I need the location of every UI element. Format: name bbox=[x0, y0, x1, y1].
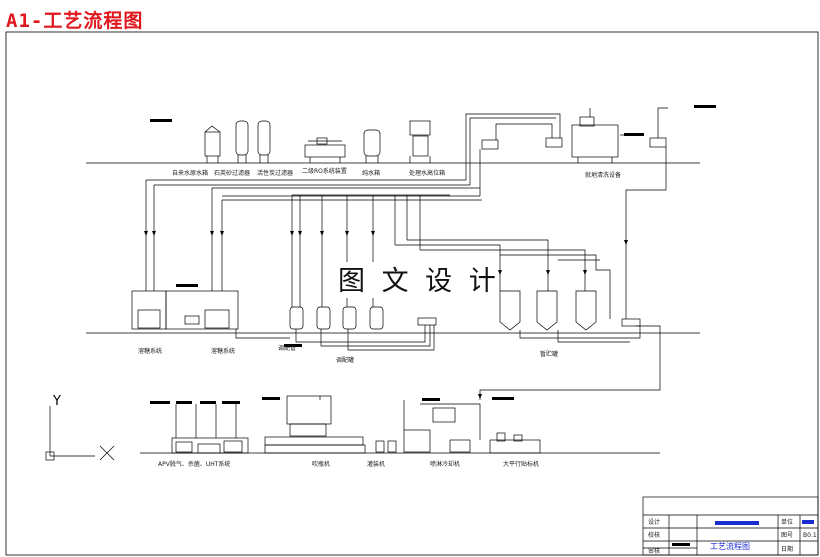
name-bar bbox=[715, 521, 759, 525]
tb-date: 日期 bbox=[781, 545, 793, 553]
dissolve-system-2-unit bbox=[165, 290, 239, 330]
treated-water-tank-unit bbox=[409, 120, 431, 163]
label-ro-system: 二级RO系统装置 bbox=[302, 167, 347, 175]
carbon-filter-unit bbox=[257, 120, 271, 163]
label-apv-system: APV脱气、杀菌、UHT系统 bbox=[158, 460, 230, 468]
label-bottle-blower: 吹瓶机 bbox=[312, 460, 330, 468]
label-dissolve-system-2: 溶糖系统 bbox=[211, 347, 235, 355]
tb-unit: 单位 bbox=[781, 518, 793, 526]
label-clean-tank: 纯水箱 bbox=[362, 169, 380, 177]
label-carbon-filter: 活性炭过滤器 bbox=[257, 169, 293, 177]
tb-drawing-no: 图号 bbox=[781, 532, 793, 539]
watermark-backdrop bbox=[330, 262, 490, 298]
axis-label-x: X bbox=[103, 457, 104, 459]
lower-feed-pipes bbox=[175, 396, 321, 438]
middle-return-pipes bbox=[235, 325, 661, 400]
tb-designer: 设计 bbox=[648, 518, 660, 526]
spray-cooler-unit bbox=[403, 400, 481, 453]
label-cip-equipment: 就地清洗设备 bbox=[585, 171, 621, 179]
tb-checker: 校核 bbox=[648, 531, 660, 539]
drawing-frame bbox=[5, 31, 819, 556]
cip-equipment-unit bbox=[571, 108, 619, 163]
label-filler: 灌装机 bbox=[367, 460, 385, 468]
valve-manifolds-middle bbox=[417, 317, 641, 327]
tb-drawing-name: 工艺流程图 bbox=[710, 541, 750, 551]
sand-filter-unit bbox=[235, 120, 249, 163]
top-pipe-loop bbox=[465, 107, 668, 140]
tb-drawing-no-value: B0.1 bbox=[803, 532, 817, 539]
storage-tanks-unit bbox=[499, 290, 597, 331]
equipment-labels: 自来水原水箱 石英砂过滤器 活性炭过滤器 二级RO系统装置 纯水箱 处理水高位箱… bbox=[138, 167, 621, 468]
ro-system-unit bbox=[304, 137, 346, 163]
tb-reviewer: 审核 bbox=[648, 547, 660, 555]
label-sand-filter: 石英砂过滤器 bbox=[214, 169, 250, 177]
axis-label-y: Y bbox=[52, 394, 61, 409]
horizontal-pipes bbox=[146, 140, 611, 319]
labeler-unit bbox=[489, 432, 541, 454]
label-tap-water-tank: 自来水原水箱 bbox=[172, 169, 208, 177]
label-mix-tank: 调配罐 bbox=[336, 356, 354, 364]
dissolve-system-1-unit bbox=[131, 290, 167, 330]
axis-indicator bbox=[45, 406, 115, 461]
tag-bars bbox=[150, 105, 716, 404]
clean-water-tank-unit bbox=[363, 129, 381, 163]
title-block bbox=[642, 496, 819, 556]
mix-tanks-unit bbox=[289, 306, 384, 330]
filler-unit bbox=[375, 440, 397, 453]
label-labeler: 大平行贴标机 bbox=[503, 460, 539, 468]
unit-bar bbox=[802, 520, 814, 524]
page-title: A1-工艺流程图 bbox=[6, 10, 144, 32]
bottle-blower-unit bbox=[264, 395, 366, 454]
apv-system-unit bbox=[171, 437, 249, 454]
valve-manifolds-upper bbox=[481, 137, 667, 150]
label-storage-tank: 暂贮罐 bbox=[540, 350, 558, 358]
label-dissolve-system-1: 溶糖系统 bbox=[138, 347, 162, 355]
label-treated-tank: 处理水高位箱 bbox=[409, 169, 445, 177]
label-spray-cooler: 喷淋冷却机 bbox=[430, 460, 460, 468]
tap-water-tank-unit bbox=[204, 125, 221, 163]
label-mix-pipe: 调配管 bbox=[278, 344, 296, 352]
signature-mark bbox=[672, 543, 690, 546]
watermark: 图 文 设 计 bbox=[338, 266, 500, 297]
flow-arrows bbox=[144, 231, 628, 399]
